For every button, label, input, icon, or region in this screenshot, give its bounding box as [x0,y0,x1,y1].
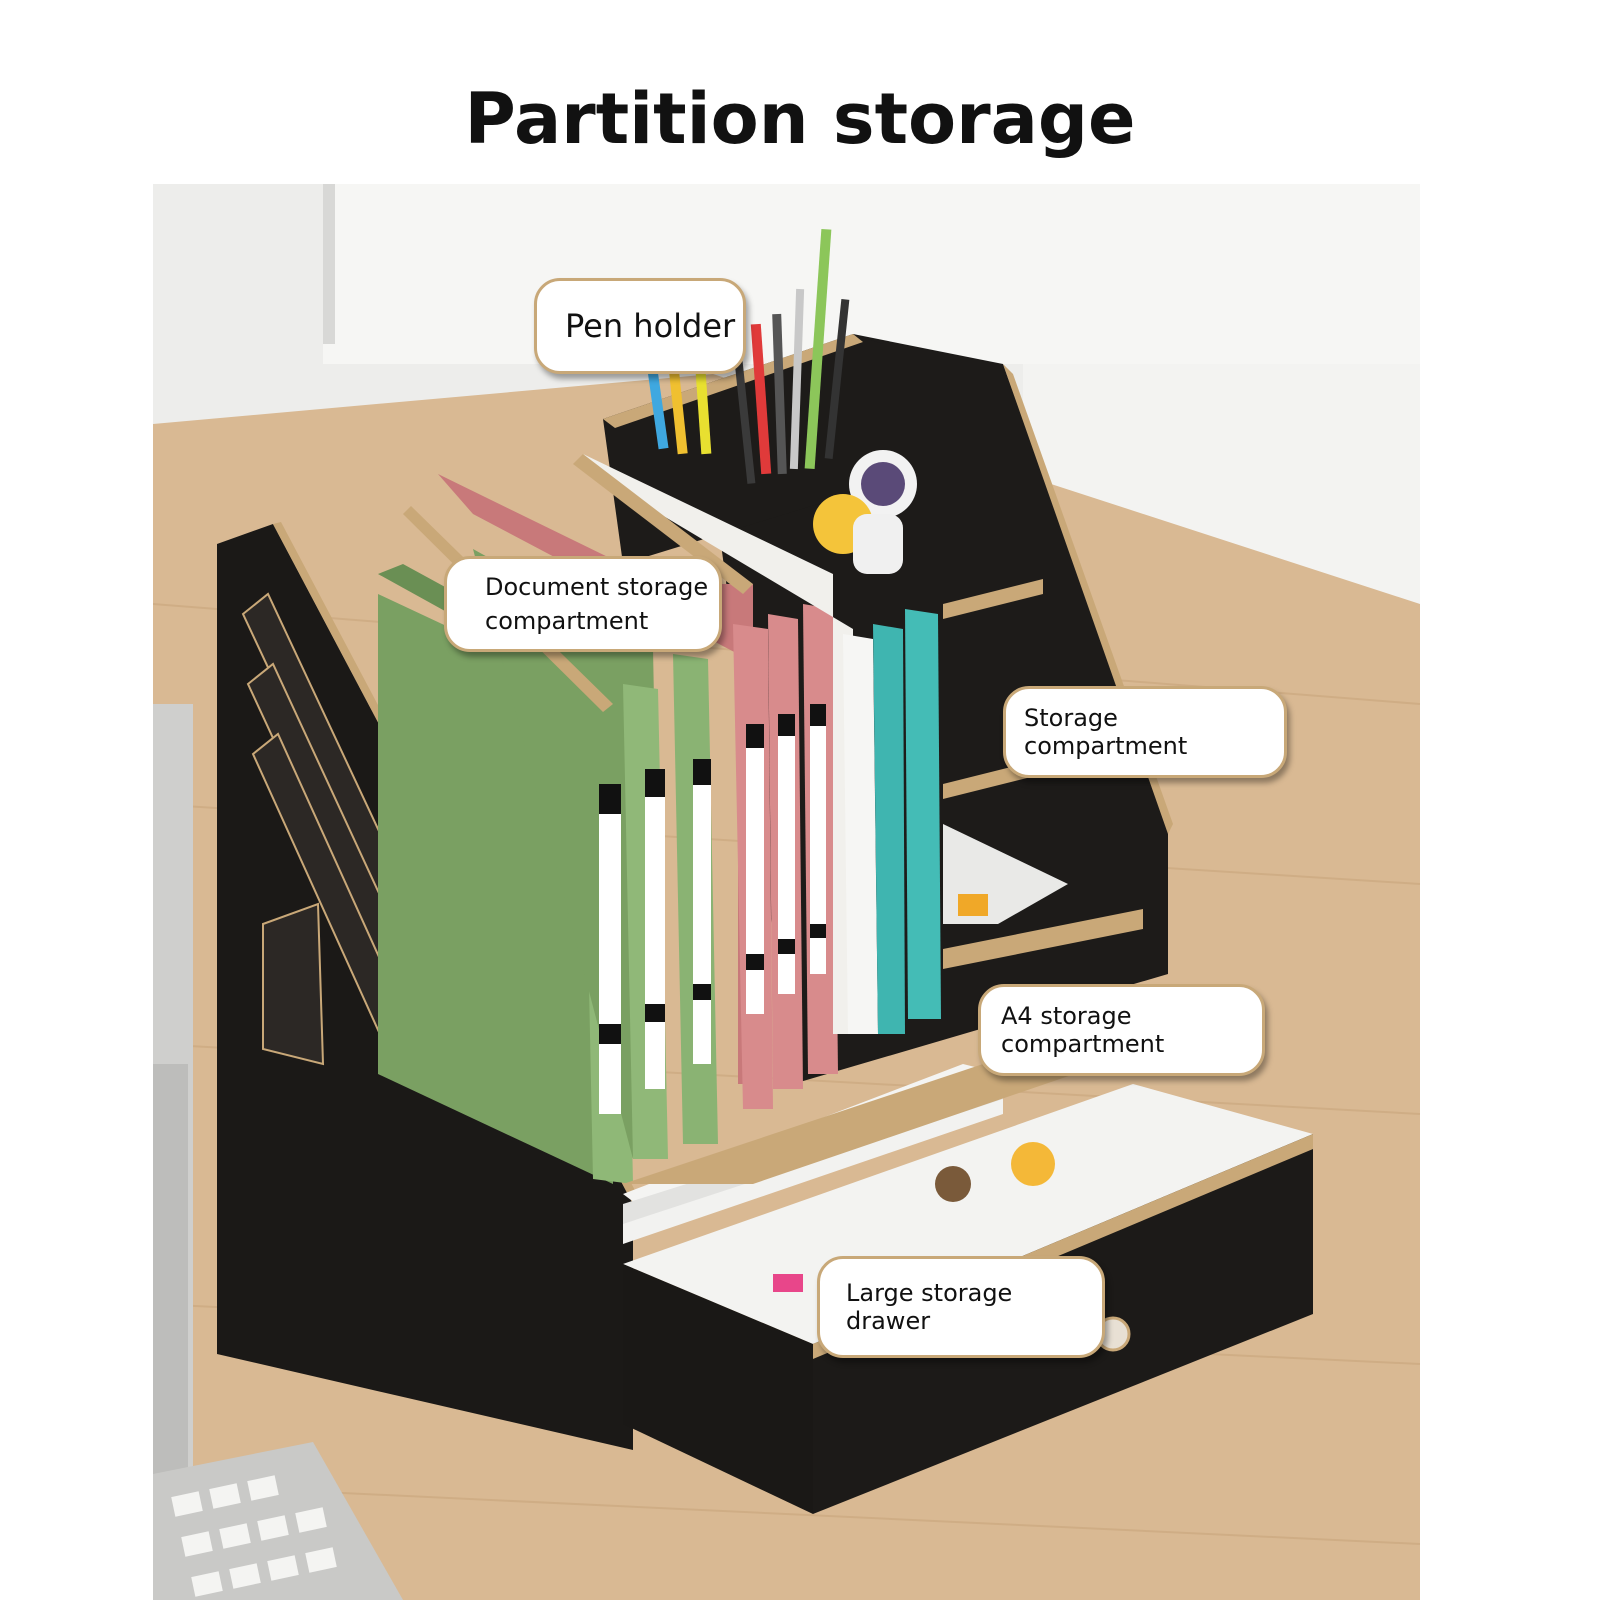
product-photo [153,184,1420,1600]
a4-storage-label: A4 storage compartment [1001,1002,1165,1058]
keyboard [153,1442,403,1600]
large-drawer-callout: Large storage drawer [817,1256,1105,1358]
document-storage-callout: Document storage compartment [444,556,722,652]
document-storage-label: Document storage compartment [485,573,709,635]
pink-binders [438,474,838,1109]
storage-compartment-label: Storage compartment [1024,704,1188,760]
figurines [813,450,917,574]
large-drawer-label: Large storage drawer [846,1279,1013,1335]
pen-holder-callout: Pen holder [534,278,746,374]
a4-storage-callout: A4 storage compartment [978,984,1265,1076]
window-frame [323,184,1420,364]
pen-holder-label: Pen holder [565,307,736,345]
pens [647,228,850,484]
storage-compartment-callout: Storage compartment [1003,686,1287,778]
books [583,454,941,1034]
page-title: Partition storage [464,78,1136,160]
